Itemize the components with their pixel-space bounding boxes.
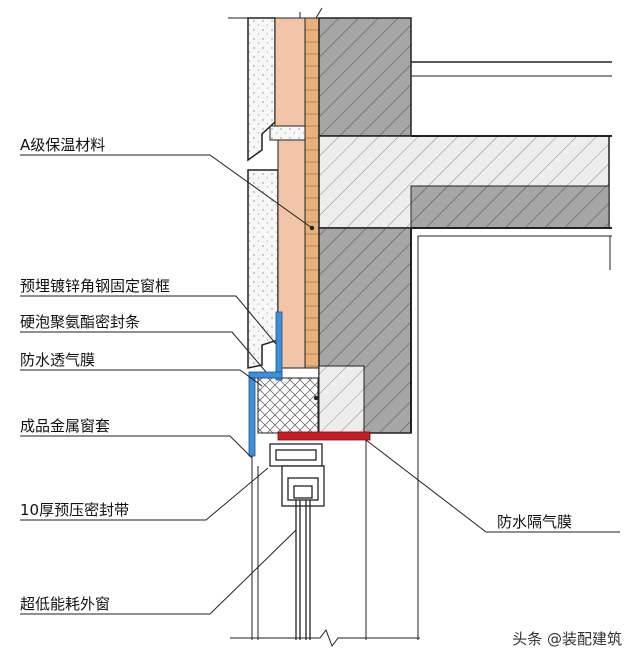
foam-seal-zone <box>257 377 319 434</box>
vapor-barrier-strip <box>277 431 371 441</box>
label-metal-cover: 成品金属窗套 <box>20 417 111 435</box>
lower-wall-lines <box>228 7 420 648</box>
label-window: 超低能耗外窗 <box>20 595 111 613</box>
insulation-layer <box>269 17 320 369</box>
window-frame <box>269 443 325 640</box>
label-insulation: A级保温材料 <box>20 136 106 154</box>
label-vapor-barrier: 防水隔气膜 <box>497 513 573 531</box>
structural-wall <box>318 17 612 640</box>
leader-lines <box>20 154 620 615</box>
label-precompressed-tape: 10厚预压密封带 <box>20 501 130 519</box>
label-foam-strip: 硬泡聚氨酯密封条 <box>20 313 141 331</box>
leader-dots <box>309 225 319 401</box>
watermark: 头条 @装配建筑 <box>512 630 622 648</box>
label-steel-frame: 预埋镀锌角钢固定窗框 <box>20 277 171 295</box>
label-breathable-membrane: 防水透气膜 <box>20 351 96 369</box>
